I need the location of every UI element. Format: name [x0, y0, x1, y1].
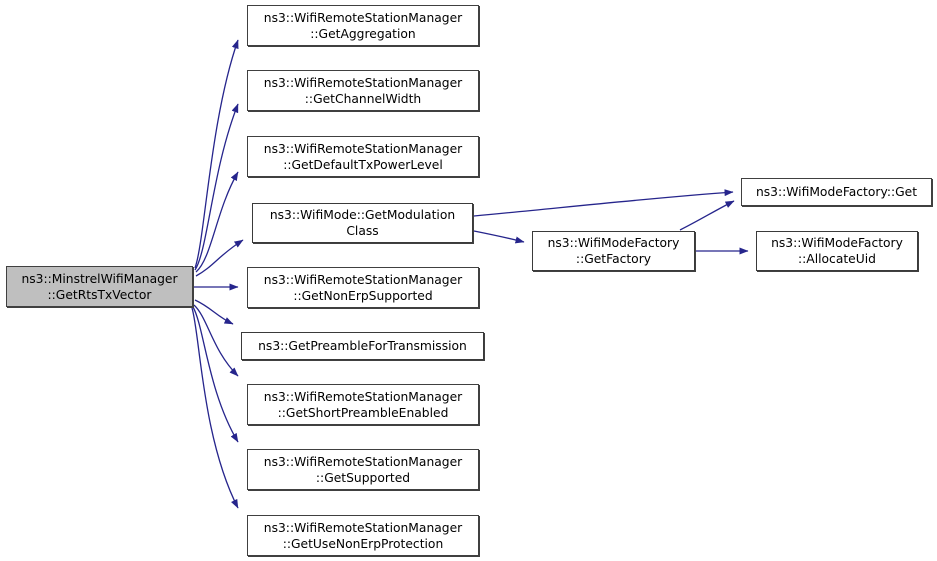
graph-node-label: ns3::WifiModeFactory::Get — [755, 185, 918, 199]
graph-node-label: ns3::WifiRemoteStationManager ::GetAggre… — [263, 10, 463, 41]
edge-root-to-get-modulation-class — [195, 239, 244, 277]
edge-root-to-get-supported — [192, 306, 239, 443]
graph-node-label: ns3::WifiRemoteStationManager ::GetShort… — [263, 389, 463, 420]
graph-node-get-aggregation[interactable]: ns3::WifiRemoteStationManager ::GetAggre… — [247, 5, 479, 46]
graph-node-label: ns3::WifiRemoteStationManager ::GetUseNo… — [263, 520, 463, 551]
graph-node-label: ns3::MinstrelWifiManager ::GetRtsTxVecto… — [21, 271, 178, 302]
graph-node-get-use-non-erp-protection[interactable]: ns3::WifiRemoteStationManager ::GetUseNo… — [247, 515, 479, 556]
graph-node-label: ns3::WifiModeFactory ::GetFactory — [547, 236, 680, 266]
graph-node-root[interactable]: ns3::MinstrelWifiManager ::GetRtsTxVecto… — [6, 266, 193, 307]
graph-node-get-preamble-for-transmission[interactable]: ns3::GetPreambleForTransmission — [241, 332, 484, 360]
graph-node-label: ns3::WifiRemoteStationManager ::GetSuppo… — [263, 454, 463, 485]
graph-node-label: ns3::WifiRemoteStationManager ::GetChann… — [263, 75, 463, 106]
graph-node-allocate-uid[interactable]: ns3::WifiModeFactory ::AllocateUid — [756, 231, 918, 271]
graph-node-get-modulation-class[interactable]: ns3::WifiMode::GetModulation Class — [252, 203, 473, 243]
graph-node-label: ns3::GetPreambleForTransmission — [258, 339, 467, 353]
graph-node-get-supported[interactable]: ns3::WifiRemoteStationManager ::GetSuppo… — [247, 449, 479, 490]
graph-node-get-channel-width[interactable]: ns3::WifiRemoteStationManager ::GetChann… — [247, 70, 479, 111]
edge-root-to-get-default-tx-power-level — [195, 171, 239, 273]
edge-root-to-get-channel-width — [194, 103, 239, 271]
edge-root-to-get-aggregation — [194, 39, 239, 269]
graph-node-label: ns3::WifiRemoteStationManager ::GetNonEr… — [263, 272, 463, 303]
edge-root-to-get-short-preamble-enabled — [193, 304, 239, 377]
edge-get-factory-to-factory-get — [679, 200, 735, 231]
graph-node-get-non-erp-supported[interactable]: ns3::WifiRemoteStationManager ::GetNonEr… — [247, 267, 479, 308]
edge-modulation-to-get-factory — [473, 230, 525, 244]
graph-node-label: ns3::WifiModeFactory ::AllocateUid — [771, 236, 903, 266]
graph-node-get-short-preamble-enabled[interactable]: ns3::WifiRemoteStationManager ::GetShort… — [247, 384, 479, 425]
edge-root-to-get-preamble-for-transmission — [194, 299, 234, 325]
graph-node-label: ns3::WifiRemoteStationManager ::GetDefau… — [263, 141, 463, 172]
edge-paths — [191, 39, 749, 509]
graph-node-get-default-tx-power-level[interactable]: ns3::WifiRemoteStationManager ::GetDefau… — [247, 136, 479, 177]
graph-node-get-factory[interactable]: ns3::WifiModeFactory ::GetFactory — [532, 231, 695, 271]
edge-modulation-to-factory-get — [473, 189, 734, 217]
graph-node-label: ns3::WifiMode::GetModulation Class — [269, 208, 456, 238]
graph-node-wifi-mode-factory-get[interactable]: ns3::WifiModeFactory::Get — [741, 178, 932, 206]
edge-root-to-get-use-non-erp-protection — [191, 307, 239, 509]
